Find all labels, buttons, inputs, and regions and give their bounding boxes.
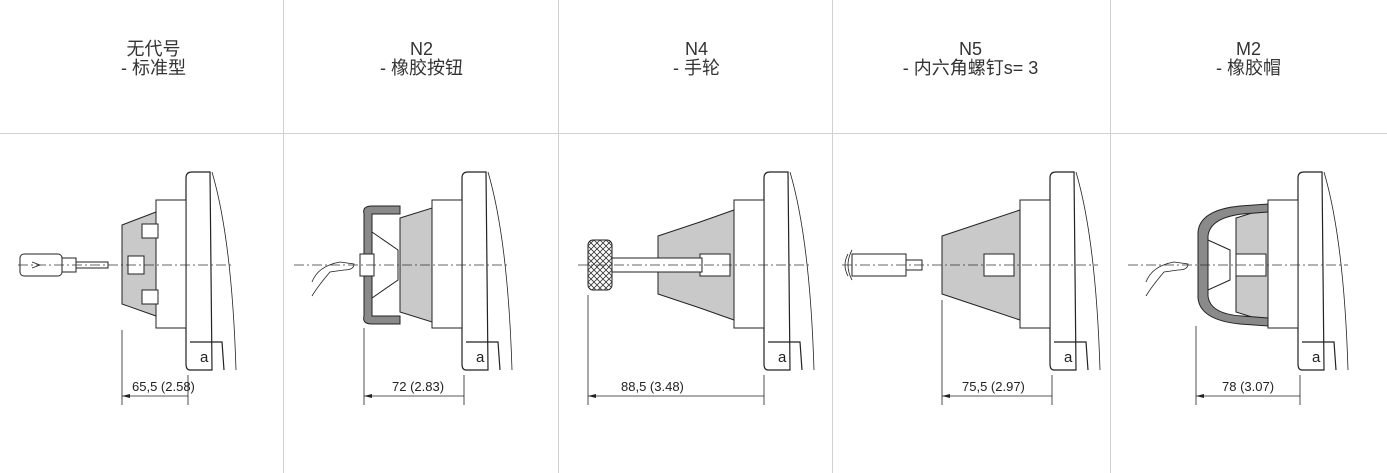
dimension-label: 78 (3.07) (1222, 379, 1274, 394)
header-n5: N5 - 内六角螺钉s= 3 (832, 40, 1109, 78)
wall-edge (487, 171, 513, 371)
body-notch (141, 289, 159, 305)
dimension-label: 72 (2.83) (392, 379, 444, 394)
header-n4: N4 - 手轮 (558, 40, 835, 78)
header-code: M2 (1235, 39, 1261, 59)
header-n2: N2 - 橡胶按钮 (283, 40, 560, 78)
header-desc: - 手轮 (673, 58, 720, 78)
flange (1019, 199, 1051, 329)
wall-edge (1075, 171, 1101, 371)
dimension-label: 88,5 (3.48) (621, 379, 684, 394)
flange (431, 199, 463, 329)
dim-arrow-icon (942, 394, 950, 398)
drawing-n2: a 72 (2.83) (294, 171, 513, 405)
header-desc: - 橡胶帽 (1216, 58, 1281, 78)
wall-edge (789, 171, 815, 371)
rubber-cap (1197, 203, 1269, 327)
body-notch (141, 223, 159, 239)
dimension-label: 75,5 (2.97) (962, 379, 1025, 394)
header-code: N2 (409, 39, 433, 59)
plate-label: a (1064, 349, 1073, 366)
drawing-n5: a 75,5 (2.97) (842, 171, 1101, 405)
plate-label-box (1302, 341, 1337, 371)
plate-label-box (768, 341, 803, 371)
dim-arrow-icon (588, 394, 596, 398)
plate-label-box (466, 341, 501, 371)
dimension-label: 65,5 (2.58) (132, 379, 195, 394)
drawing-m2: a 78 (3.07) (1128, 171, 1349, 405)
plate-label: a (200, 349, 209, 366)
flange (155, 199, 187, 329)
wall-edge (211, 171, 237, 371)
dim-arrow-icon (122, 394, 130, 398)
dim-arrow-icon (1196, 394, 1204, 398)
drawing-standard: a 65,5 (2.58) (18, 171, 237, 405)
flange (1267, 199, 1299, 329)
header-code: N4 (684, 39, 708, 59)
header-m2: M2 - 橡胶帽 (1110, 40, 1387, 78)
wall-plate (1297, 171, 1325, 371)
header-code: 无代号 (126, 39, 181, 59)
header-standard: 无代号 - 标准型 (15, 40, 292, 78)
wall-plate (1049, 171, 1077, 371)
wall-edge (1323, 171, 1349, 371)
header-desc: - 内六角螺钉s= 3 (902, 58, 1039, 78)
plate-label-box (190, 341, 225, 371)
drawing-n4: a 88,5 (3.48) (578, 171, 815, 405)
dim-arrow-icon (364, 394, 372, 398)
plate-label-box (1054, 341, 1089, 371)
flange (733, 199, 765, 329)
wall-plate (461, 171, 489, 371)
finger-icon (311, 261, 355, 297)
wall-plate (185, 171, 213, 371)
plate-label: a (1312, 349, 1321, 366)
header-code: N5 (958, 39, 982, 59)
plate-label: a (778, 349, 787, 366)
header-desc: - 标准型 (121, 58, 186, 78)
finger-icon (1145, 261, 1189, 297)
plate-label: a (476, 349, 485, 366)
header-desc: - 橡胶按钮 (380, 58, 463, 78)
wall-plate (763, 171, 791, 371)
